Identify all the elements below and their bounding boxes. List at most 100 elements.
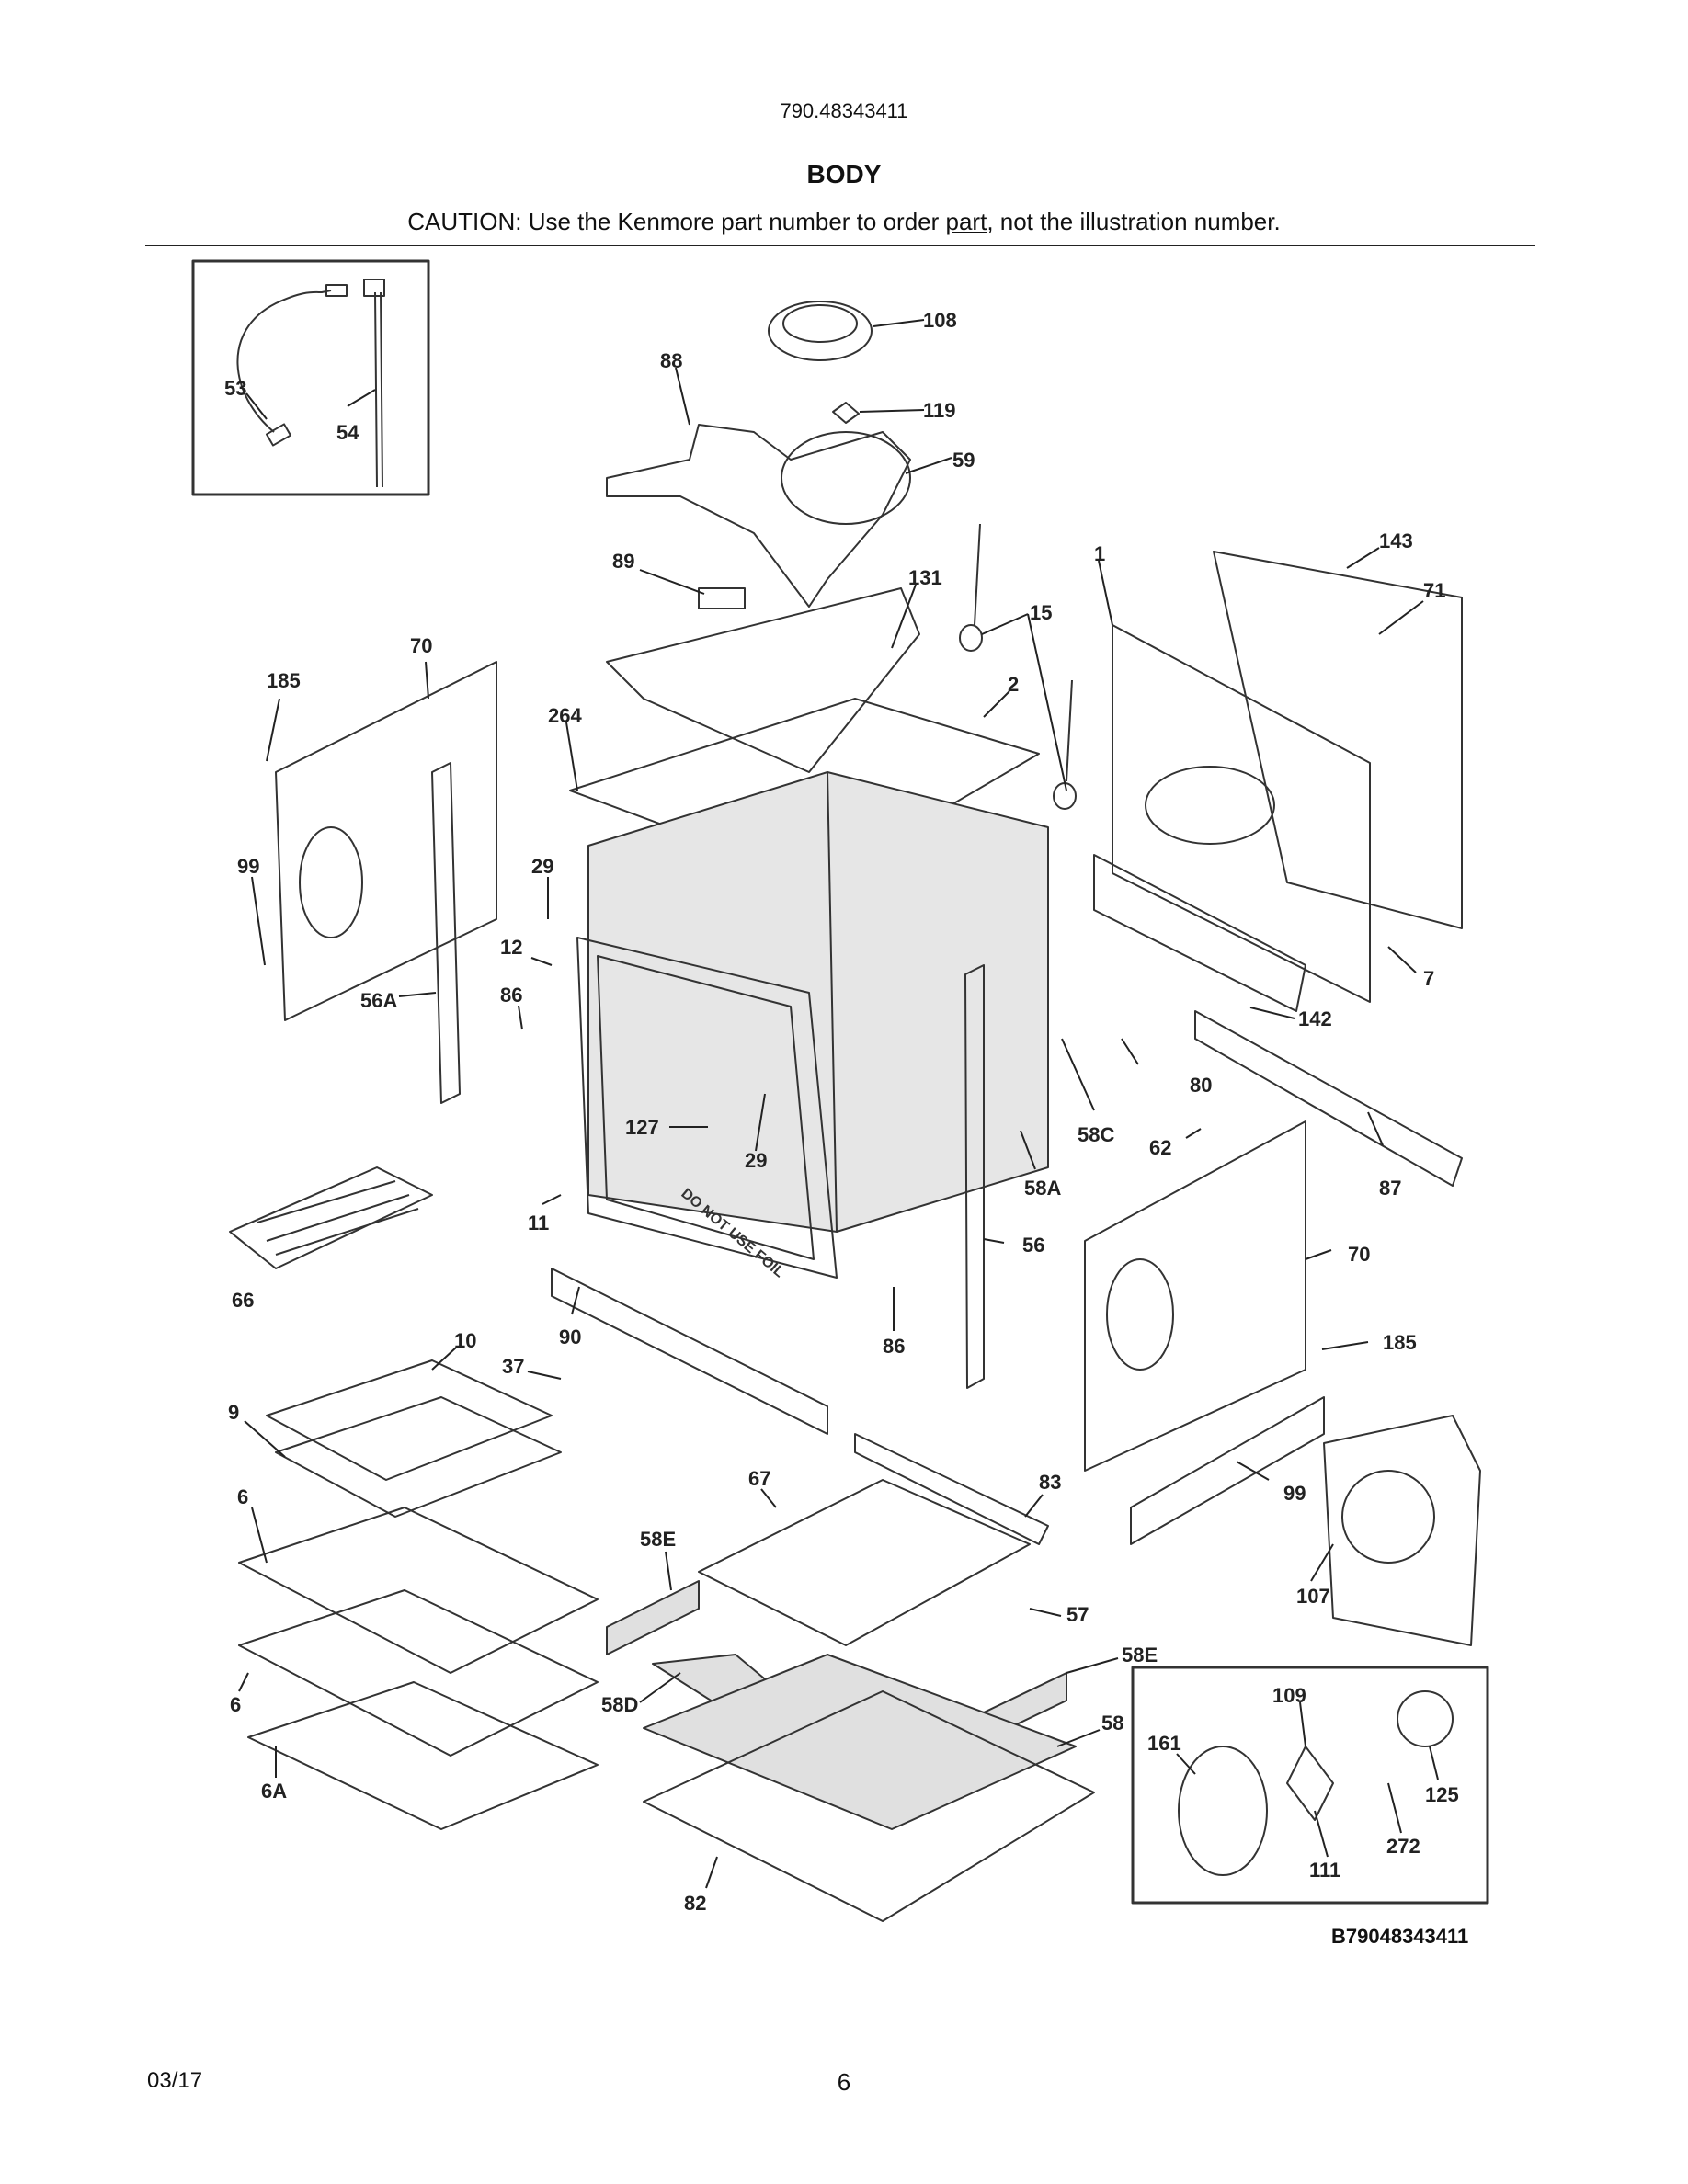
callout-108: 108	[923, 309, 957, 332]
top-duct	[606, 424, 911, 608]
callout-6-top: 6	[237, 1485, 248, 1508]
oven-cavity	[587, 771, 1049, 1233]
callout-58E-right: 58E	[1122, 1644, 1158, 1666]
oven-front-frame-11	[576, 937, 838, 1279]
probe-plug	[265, 423, 292, 447]
section-title: BODY	[806, 160, 882, 188]
insulation-pad-58	[643, 1654, 1077, 1830]
probe-inset-box	[191, 259, 430, 496]
callout-7: 7	[1423, 967, 1434, 990]
rack-6A	[247, 1681, 599, 1830]
callout-59: 59	[952, 449, 975, 472]
callout-185-right: 185	[1383, 1331, 1417, 1354]
callout-185-left: 185	[267, 669, 301, 692]
left-side-panel-70	[275, 661, 497, 1021]
front-rail-142	[1093, 854, 1306, 1012]
broil-pan-insert-10	[266, 1359, 553, 1481]
callout-127: 127	[625, 1116, 659, 1139]
sensor-rod-lower	[1066, 679, 1073, 782]
callout-80: 80	[1190, 1074, 1212, 1097]
limit-switch	[698, 587, 746, 609]
callout-56A: 56A	[360, 989, 397, 1012]
footer-date: 03/17	[147, 2068, 203, 2093]
callout-15: 15	[1030, 601, 1052, 624]
callout-161: 161	[1147, 1732, 1181, 1755]
callout-58E-left: 58E	[640, 1528, 676, 1551]
callout-89: 89	[612, 550, 634, 573]
callout-58: 58	[1101, 1712, 1123, 1735]
rear-panel-71	[1213, 551, 1463, 929]
probe-handle	[325, 284, 348, 297]
bake-element-67	[698, 1479, 1031, 1646]
callout-57: 57	[1066, 1603, 1089, 1626]
bottom-rail-87	[1194, 1010, 1463, 1187]
right-side-panel-1	[1112, 624, 1371, 1003]
vertical-rail-56	[964, 964, 985, 1389]
callout-142: 142	[1298, 1007, 1332, 1030]
callout-119: 119	[923, 399, 956, 422]
callout-10: 10	[454, 1329, 476, 1352]
diagram-id: B79048343411	[1331, 1925, 1469, 1948]
insulation-58E-left	[606, 1580, 700, 1655]
callout-66: 66	[232, 1289, 254, 1312]
bottom-trim-90	[551, 1268, 828, 1435]
callout-29-bottom: 29	[745, 1149, 767, 1172]
callout-62: 62	[1149, 1136, 1171, 1159]
vertical-rail-56A	[431, 762, 461, 1104]
caution-part-word: part	[945, 208, 987, 235]
fan-motor-125	[1397, 1690, 1454, 1747]
callout-131: 131	[908, 566, 942, 589]
callout-53: 53	[224, 377, 246, 400]
bracket-83	[854, 1433, 1049, 1545]
callout-99-left: 99	[237, 855, 259, 878]
callout-56: 56	[1022, 1234, 1044, 1257]
callout-109: 109	[1272, 1684, 1306, 1707]
callout-70-left: 70	[410, 634, 432, 657]
callout-88: 88	[660, 349, 682, 372]
callout-9: 9	[228, 1401, 239, 1424]
probe-jack-cable	[374, 291, 383, 488]
callout-264: 264	[548, 704, 582, 727]
callout-58A: 58A	[1024, 1177, 1061, 1200]
convection-fan-inset-box	[1131, 1666, 1489, 1905]
callout-87: 87	[1379, 1177, 1401, 1200]
fan-shroud	[781, 431, 911, 525]
right-side-panel-70	[1084, 1120, 1306, 1472]
caution-prefix: CAUTION: Use the Kenmore part number to …	[407, 208, 946, 235]
caution-note: CAUTION: Use the Kenmore part number to …	[0, 208, 1688, 236]
callout-111: 111	[1309, 1859, 1340, 1882]
callout-11: 11	[528, 1211, 549, 1234]
callout-83: 83	[1039, 1471, 1061, 1494]
callout-29-top: 29	[531, 855, 553, 878]
callout-1: 1	[1094, 542, 1105, 565]
caution-suffix: , not the illustration number.	[987, 208, 1281, 235]
callout-58C: 58C	[1078, 1123, 1114, 1146]
sensor-rod-upper	[974, 523, 981, 626]
meat-probe	[236, 290, 332, 433]
callout-6-bottom: 6	[230, 1693, 241, 1716]
callout-71: 71	[1423, 579, 1445, 602]
callout-107: 107	[1296, 1585, 1330, 1608]
callout-67: 67	[748, 1467, 770, 1490]
probe-jack	[363, 279, 385, 297]
broil-pan-9	[275, 1396, 562, 1518]
oven-rack-6a	[238, 1507, 599, 1674]
bottom-panel-82	[643, 1690, 1095, 1922]
callout-70-right: 70	[1348, 1243, 1370, 1266]
fan-ring-161	[1178, 1746, 1268, 1876]
fan-blade-109	[1286, 1746, 1334, 1821]
callout-90: 90	[559, 1325, 581, 1348]
callout-54: 54	[336, 421, 359, 444]
bracket-119	[832, 402, 860, 424]
bottom-rail-99	[1130, 1396, 1325, 1545]
callout-58D: 58D	[601, 1693, 638, 1716]
callout-99-right: 99	[1283, 1482, 1306, 1505]
callout-2: 2	[1008, 673, 1019, 696]
callout-125: 125	[1425, 1783, 1459, 1806]
broil-element-66	[229, 1166, 433, 1269]
oven-rack-6b	[238, 1589, 599, 1757]
top-panel	[606, 587, 920, 773]
callout-143: 143	[1379, 529, 1413, 552]
page-number: 6	[837, 2068, 851, 2096]
